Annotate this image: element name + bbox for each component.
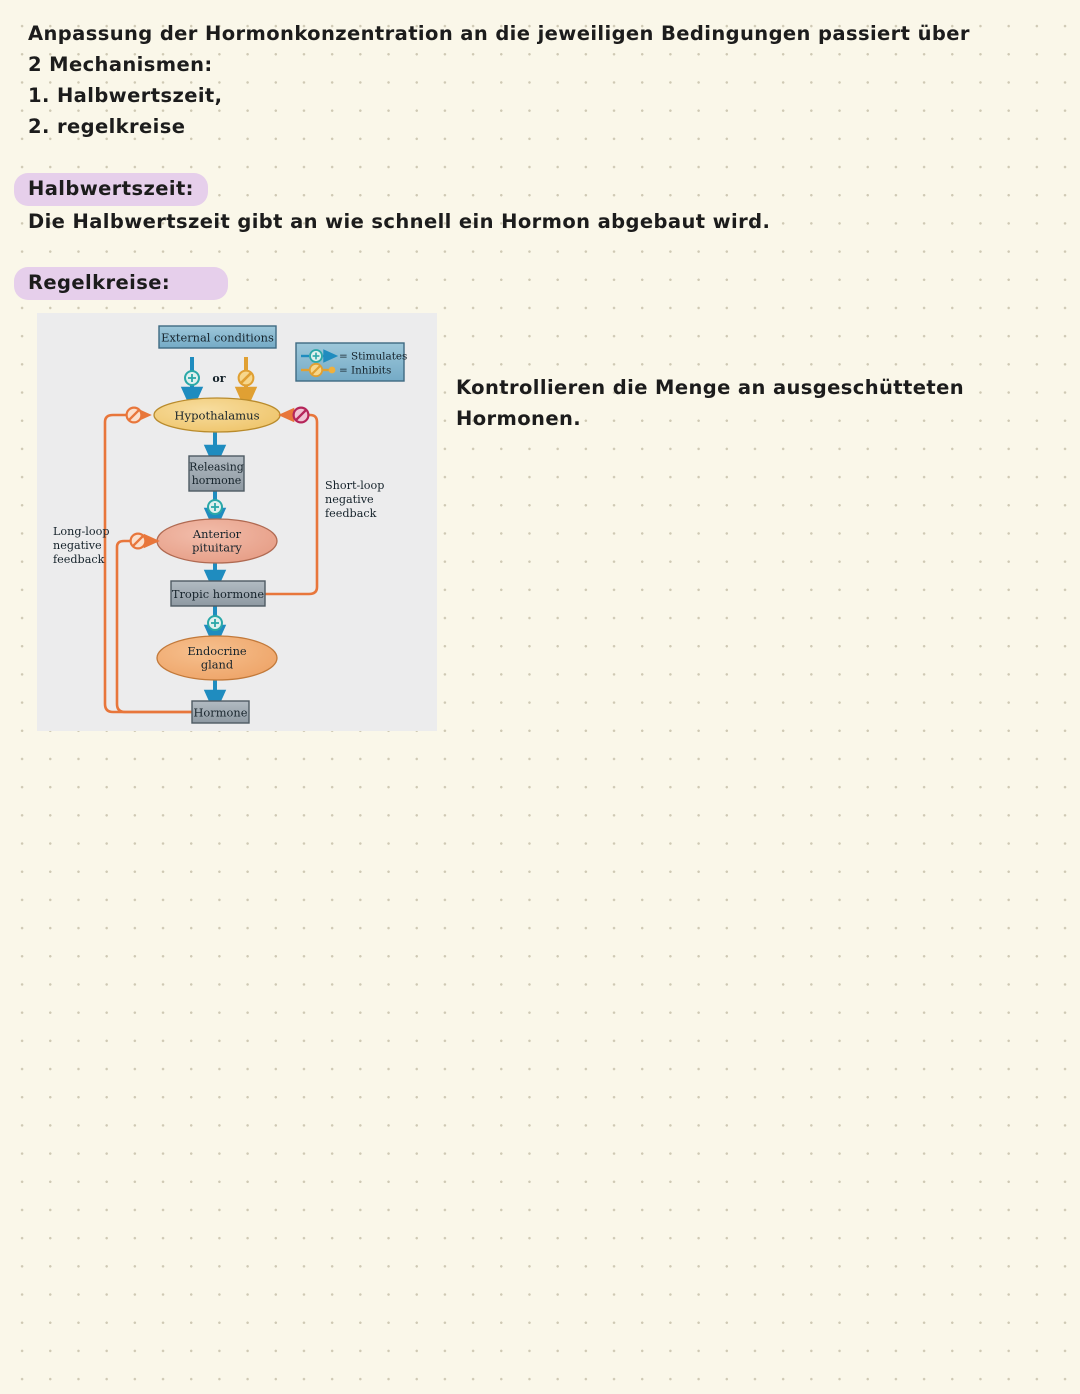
node-releasing-hormone: Releasing hormone: [188, 455, 245, 492]
intro-text-block: Anpassung der Hormonkonzentration an die…: [28, 18, 970, 142]
long-loop-line-3: feedback: [53, 553, 105, 566]
regelkreise-note-line-1: Kontrollieren die Menge an ausgeschüttet…: [456, 376, 965, 399]
node-label-endocrine-gland-1: Endocrine: [187, 644, 247, 658]
inhibit-symbol-pituitary: [129, 532, 160, 550]
inhibit-symbol-hypothalamus-right: [278, 406, 310, 424]
regelkreise-note-line-2: Hormonen.: [456, 407, 582, 430]
node-label-releasing-hormone-2: hormone: [192, 474, 242, 487]
node-label-anterior-pituitary-1: Anterior: [192, 527, 242, 541]
node-label-hypothalamus: Hypothalamus: [174, 409, 259, 423]
long-loop-feedback-path: [103, 413, 207, 714]
plus-symbol-releasing: [207, 499, 223, 515]
long-loop-pituitary-branch: [115, 539, 207, 714]
long-loop-line-2: negative: [53, 539, 102, 552]
plus-symbol-external: [184, 370, 200, 386]
intro-line-1: Anpassung der Hormonkonzentration an die…: [28, 22, 970, 45]
short-loop-feedback-path: [263, 413, 319, 596]
inhibit-symbol-external: [237, 369, 255, 387]
inhibit-symbol-hypothalamus-left: [125, 406, 152, 424]
node-label-external-conditions: External conditions: [161, 331, 274, 345]
node-label-endocrine-gland-2: gland: [201, 658, 233, 672]
node-hormone: Hormone: [191, 700, 250, 724]
section-heading-regelkreise: Regelkreise:: [14, 267, 229, 300]
short-loop-line-2: negative: [325, 493, 374, 506]
plus-symbol-tropic: [207, 615, 223, 631]
node-label-anterior-pituitary-2: pituitary: [192, 541, 242, 555]
label-short-loop-feedback: Short-loop negative feedback: [325, 479, 384, 520]
or-label: or: [212, 372, 225, 385]
legend-box: = Stimulates = Inhibits: [295, 342, 407, 382]
node-external-conditions: External conditions: [158, 325, 277, 349]
legend-label-stimulates: = Stimulates: [339, 351, 407, 363]
intro-line-2: 2 Mechanismen:: [28, 53, 213, 76]
node-label-hormone: Hormone: [194, 706, 248, 720]
regelkreis-diagram-image: External conditions or = Stimulates = In…: [37, 313, 437, 731]
node-hypothalamus: Hypothalamus: [153, 397, 281, 433]
intro-line-4: 2. regelkreise: [28, 115, 186, 138]
node-endocrine-gland: Endocrine gland: [156, 635, 278, 681]
regelkreise-note: Kontrollieren die Menge an ausgeschüttet…: [456, 372, 964, 434]
node-label-releasing-hormone-1: Releasing: [189, 461, 244, 474]
section-heading-halbwertszeit: Halbwertszeit:: [14, 173, 208, 206]
label-long-loop-feedback: Long-loop negative feedback: [53, 525, 110, 566]
legend-label-inhibits: = Inhibits: [339, 365, 391, 377]
intro-line-3: 1. Halbwertszeit,: [28, 84, 223, 107]
halbwertszeit-description: Die Halbwertszeit gibt an wie schnell ei…: [28, 210, 771, 233]
node-anterior-pituitary: Anterior pituitary: [156, 518, 278, 564]
node-label-tropic-hormone: Tropic hormone: [172, 587, 264, 601]
short-loop-line-1: Short-loop: [325, 479, 384, 492]
long-loop-line-1: Long-loop: [53, 525, 110, 538]
short-loop-line-3: feedback: [325, 507, 377, 520]
node-tropic-hormone: Tropic hormone: [170, 580, 266, 607]
